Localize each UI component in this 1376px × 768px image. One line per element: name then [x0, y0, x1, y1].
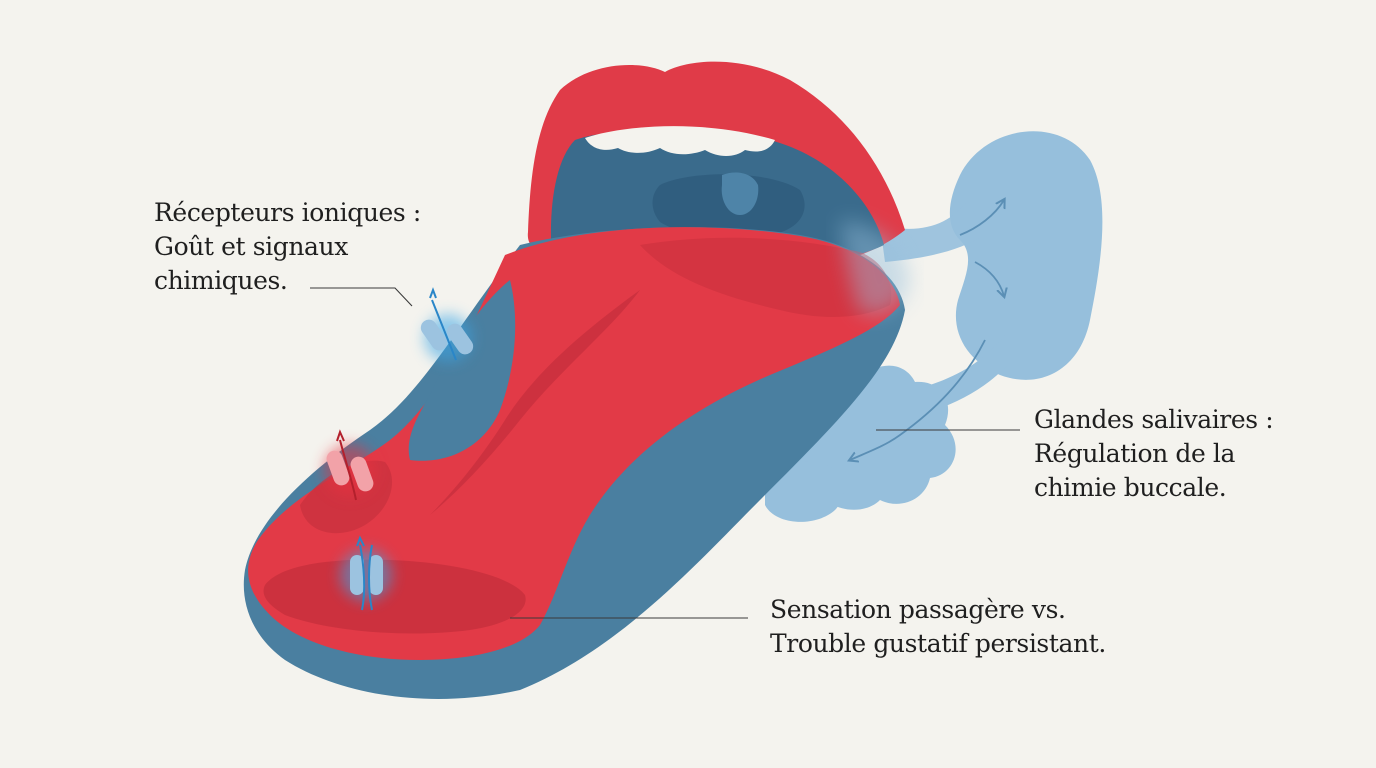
label-line: Récepteurs ioniques : — [154, 198, 421, 227]
receptor-blue-lower — [340, 535, 392, 611]
leader-lines — [310, 287, 1020, 619]
receptor-red — [324, 429, 376, 501]
submandibular-lobe — [765, 461, 844, 522]
parotid-gland — [949, 131, 1103, 380]
tongue-blue-patch — [408, 280, 516, 461]
tongue-tip-shade — [263, 559, 526, 634]
tongue-top — [248, 227, 900, 660]
tongue-median-groove — [430, 290, 640, 515]
throat-mist — [840, 220, 910, 315]
label-line: Trouble gustatif persistant. — [770, 629, 1106, 658]
uvula — [721, 172, 759, 215]
gland-duct-upper — [880, 200, 985, 262]
ion-channel-receptor-icon — [324, 287, 474, 611]
label-ionic-receptors: Récepteurs ioniques : Goût et signaux ch… — [154, 196, 421, 298]
salivary-gland-icon — [765, 131, 1103, 522]
label-line: chimie buccale. — [1034, 473, 1227, 502]
label-line: Goût et signaux — [154, 232, 348, 261]
tongue-back-shade — [640, 237, 892, 317]
leader-receptors — [310, 287, 413, 307]
label-line: Glandes salivaires : — [1034, 405, 1274, 434]
label-sensation: Sensation passagère vs. Trouble gustatif… — [770, 593, 1106, 661]
gland-connector — [930, 335, 1020, 410]
label-line: Régulation de la — [1034, 439, 1236, 468]
receptor-blue-upper — [420, 287, 474, 362]
label-line: Sensation passagère vs. — [770, 595, 1066, 624]
label-line: chimiques. — [154, 266, 288, 295]
saliva-flow-arrow-icon — [850, 200, 1004, 460]
upper-teeth — [585, 126, 775, 156]
label-salivary-glands: Glandes salivaires : Régulation de la ch… — [1034, 403, 1274, 505]
